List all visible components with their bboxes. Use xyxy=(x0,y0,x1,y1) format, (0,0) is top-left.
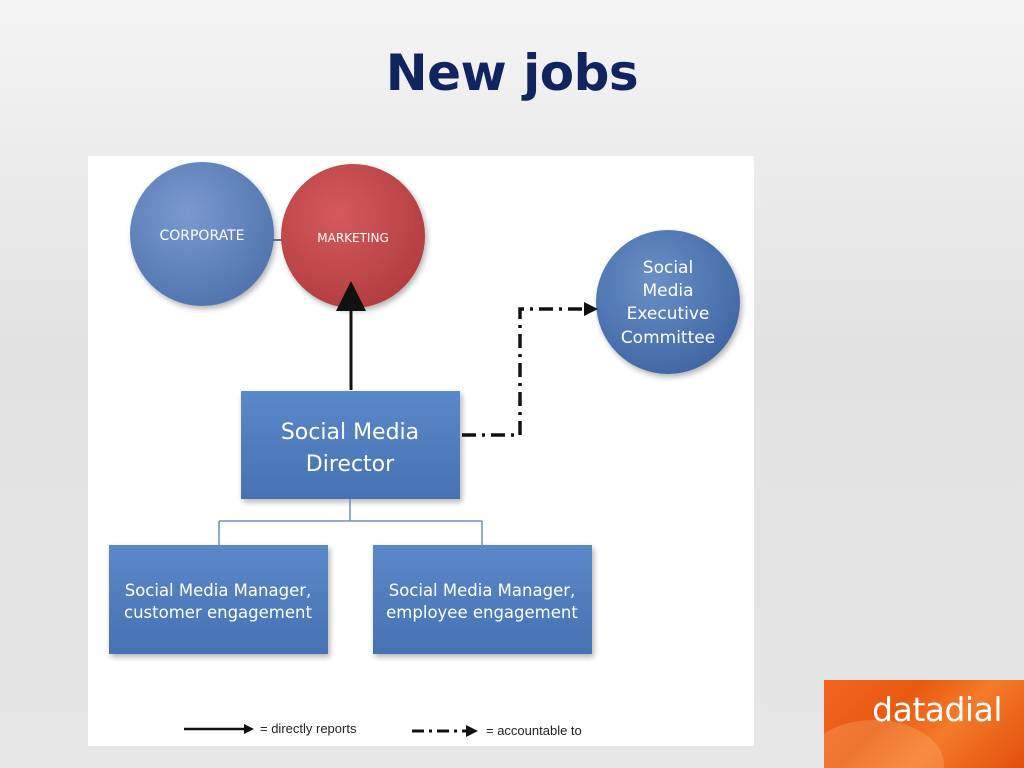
committee-label-line1: Social xyxy=(643,258,693,278)
datadial-logo: datadial xyxy=(824,680,1024,768)
legend-solid-arrowhead xyxy=(244,724,254,734)
director-label-line2: Director xyxy=(306,452,395,477)
manager-employee-label-line2: employee engagement xyxy=(386,603,578,622)
org-chart-canvas: CORPORATE MARKETING Social Media Executi… xyxy=(109,162,740,738)
logo-text: datadial xyxy=(872,690,1002,729)
committee-label-line4: Committee xyxy=(621,328,715,348)
director-box: Social Media Director xyxy=(241,391,460,499)
executive-committee-circle: Social Media Executive Committee xyxy=(596,230,740,374)
committee-label-line2: Media xyxy=(642,281,693,301)
legend-dashed-arrowhead xyxy=(466,725,478,737)
manager-employee-box: Social Media Manager, employee engagemen… xyxy=(373,545,592,654)
committee-label-line3: Executive xyxy=(627,304,710,324)
manager-customer-label-line2: customer engagement xyxy=(124,603,312,622)
slide-title: New jobs xyxy=(385,44,639,102)
legend-direct-label: = directly reports xyxy=(260,721,357,736)
accountable-to-arrow xyxy=(462,307,585,437)
legend-accountable-label: = accountable to xyxy=(486,723,582,738)
org-chart-diagram: CORPORATE MARKETING Social Media Executi… xyxy=(88,156,754,746)
corporate-circle: CORPORATE xyxy=(130,162,274,306)
director-label-line1: Social Media xyxy=(281,420,419,445)
marketing-circle: MARKETING xyxy=(281,164,425,308)
accountable-arrowhead xyxy=(584,302,598,316)
legend: = directly reports = accountable to xyxy=(184,721,582,738)
marketing-label: MARKETING xyxy=(317,231,389,245)
manager-customer-label-line1: Social Media Manager, xyxy=(125,581,312,600)
tree-connector xyxy=(218,499,483,545)
manager-employee-label-line1: Social Media Manager, xyxy=(389,581,576,600)
corporate-label: CORPORATE xyxy=(159,228,244,244)
manager-customer-box: Social Media Manager, customer engagemen… xyxy=(109,545,328,654)
